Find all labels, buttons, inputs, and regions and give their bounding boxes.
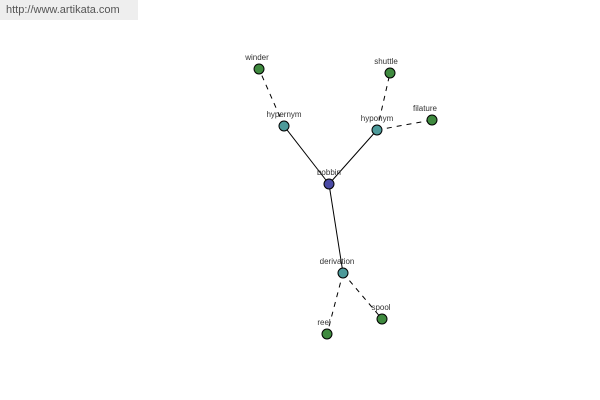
node-derivation[interactable]: derivation [320, 257, 355, 279]
node-bobbin[interactable]: bobbin [317, 168, 341, 190]
node-label-shuttle: shuttle [374, 57, 398, 66]
node-circle-bobbin[interactable] [323, 178, 335, 190]
node-circle-spool[interactable] [376, 313, 388, 325]
node-circle-derivation[interactable] [337, 267, 349, 279]
edge-derivation-reel [326, 272, 344, 335]
node-spool[interactable]: spool [371, 303, 391, 325]
node-circle-hypernym[interactable] [278, 120, 290, 132]
graph-nodes: bobbin hypernym hyponym derivation winder shu… [244, 53, 438, 340]
node-circle-shuttle[interactable] [384, 67, 396, 79]
node-label-derivation: derivation [320, 257, 355, 266]
node-circle-hyponym[interactable] [371, 124, 383, 136]
watermark-url: http://www.artikata.com [0, 0, 138, 20]
node-label-reel: reel [317, 318, 331, 327]
edge-bobbin-hyponym [328, 129, 378, 185]
graph-edges [258, 68, 433, 335]
edge-derivation-spool [342, 272, 383, 320]
node-circle-winder[interactable] [253, 63, 265, 75]
node-label-hypernym: hypernym [266, 110, 301, 119]
node-label-bobbin: bobbin [317, 168, 341, 177]
node-label-filature: filature [413, 104, 438, 113]
edge-hypernym-winder [258, 68, 285, 127]
node-hypernym[interactable]: hypernym [266, 110, 302, 132]
node-label-spool: spool [371, 303, 390, 312]
node-winder[interactable]: winder [244, 53, 269, 75]
node-reel[interactable]: reel [317, 318, 333, 340]
node-circle-filature[interactable] [426, 114, 438, 126]
edge-bobbin-derivation [328, 183, 344, 274]
node-circle-reel[interactable] [321, 328, 333, 340]
node-shuttle[interactable]: shuttle [374, 57, 398, 79]
node-label-hyponym: hyponym [361, 114, 394, 123]
edge-bobbin-hypernym [283, 125, 330, 185]
node-filature[interactable]: filature [413, 104, 438, 126]
node-hyponym[interactable]: hyponym [361, 114, 394, 136]
node-label-winder: winder [244, 53, 269, 62]
